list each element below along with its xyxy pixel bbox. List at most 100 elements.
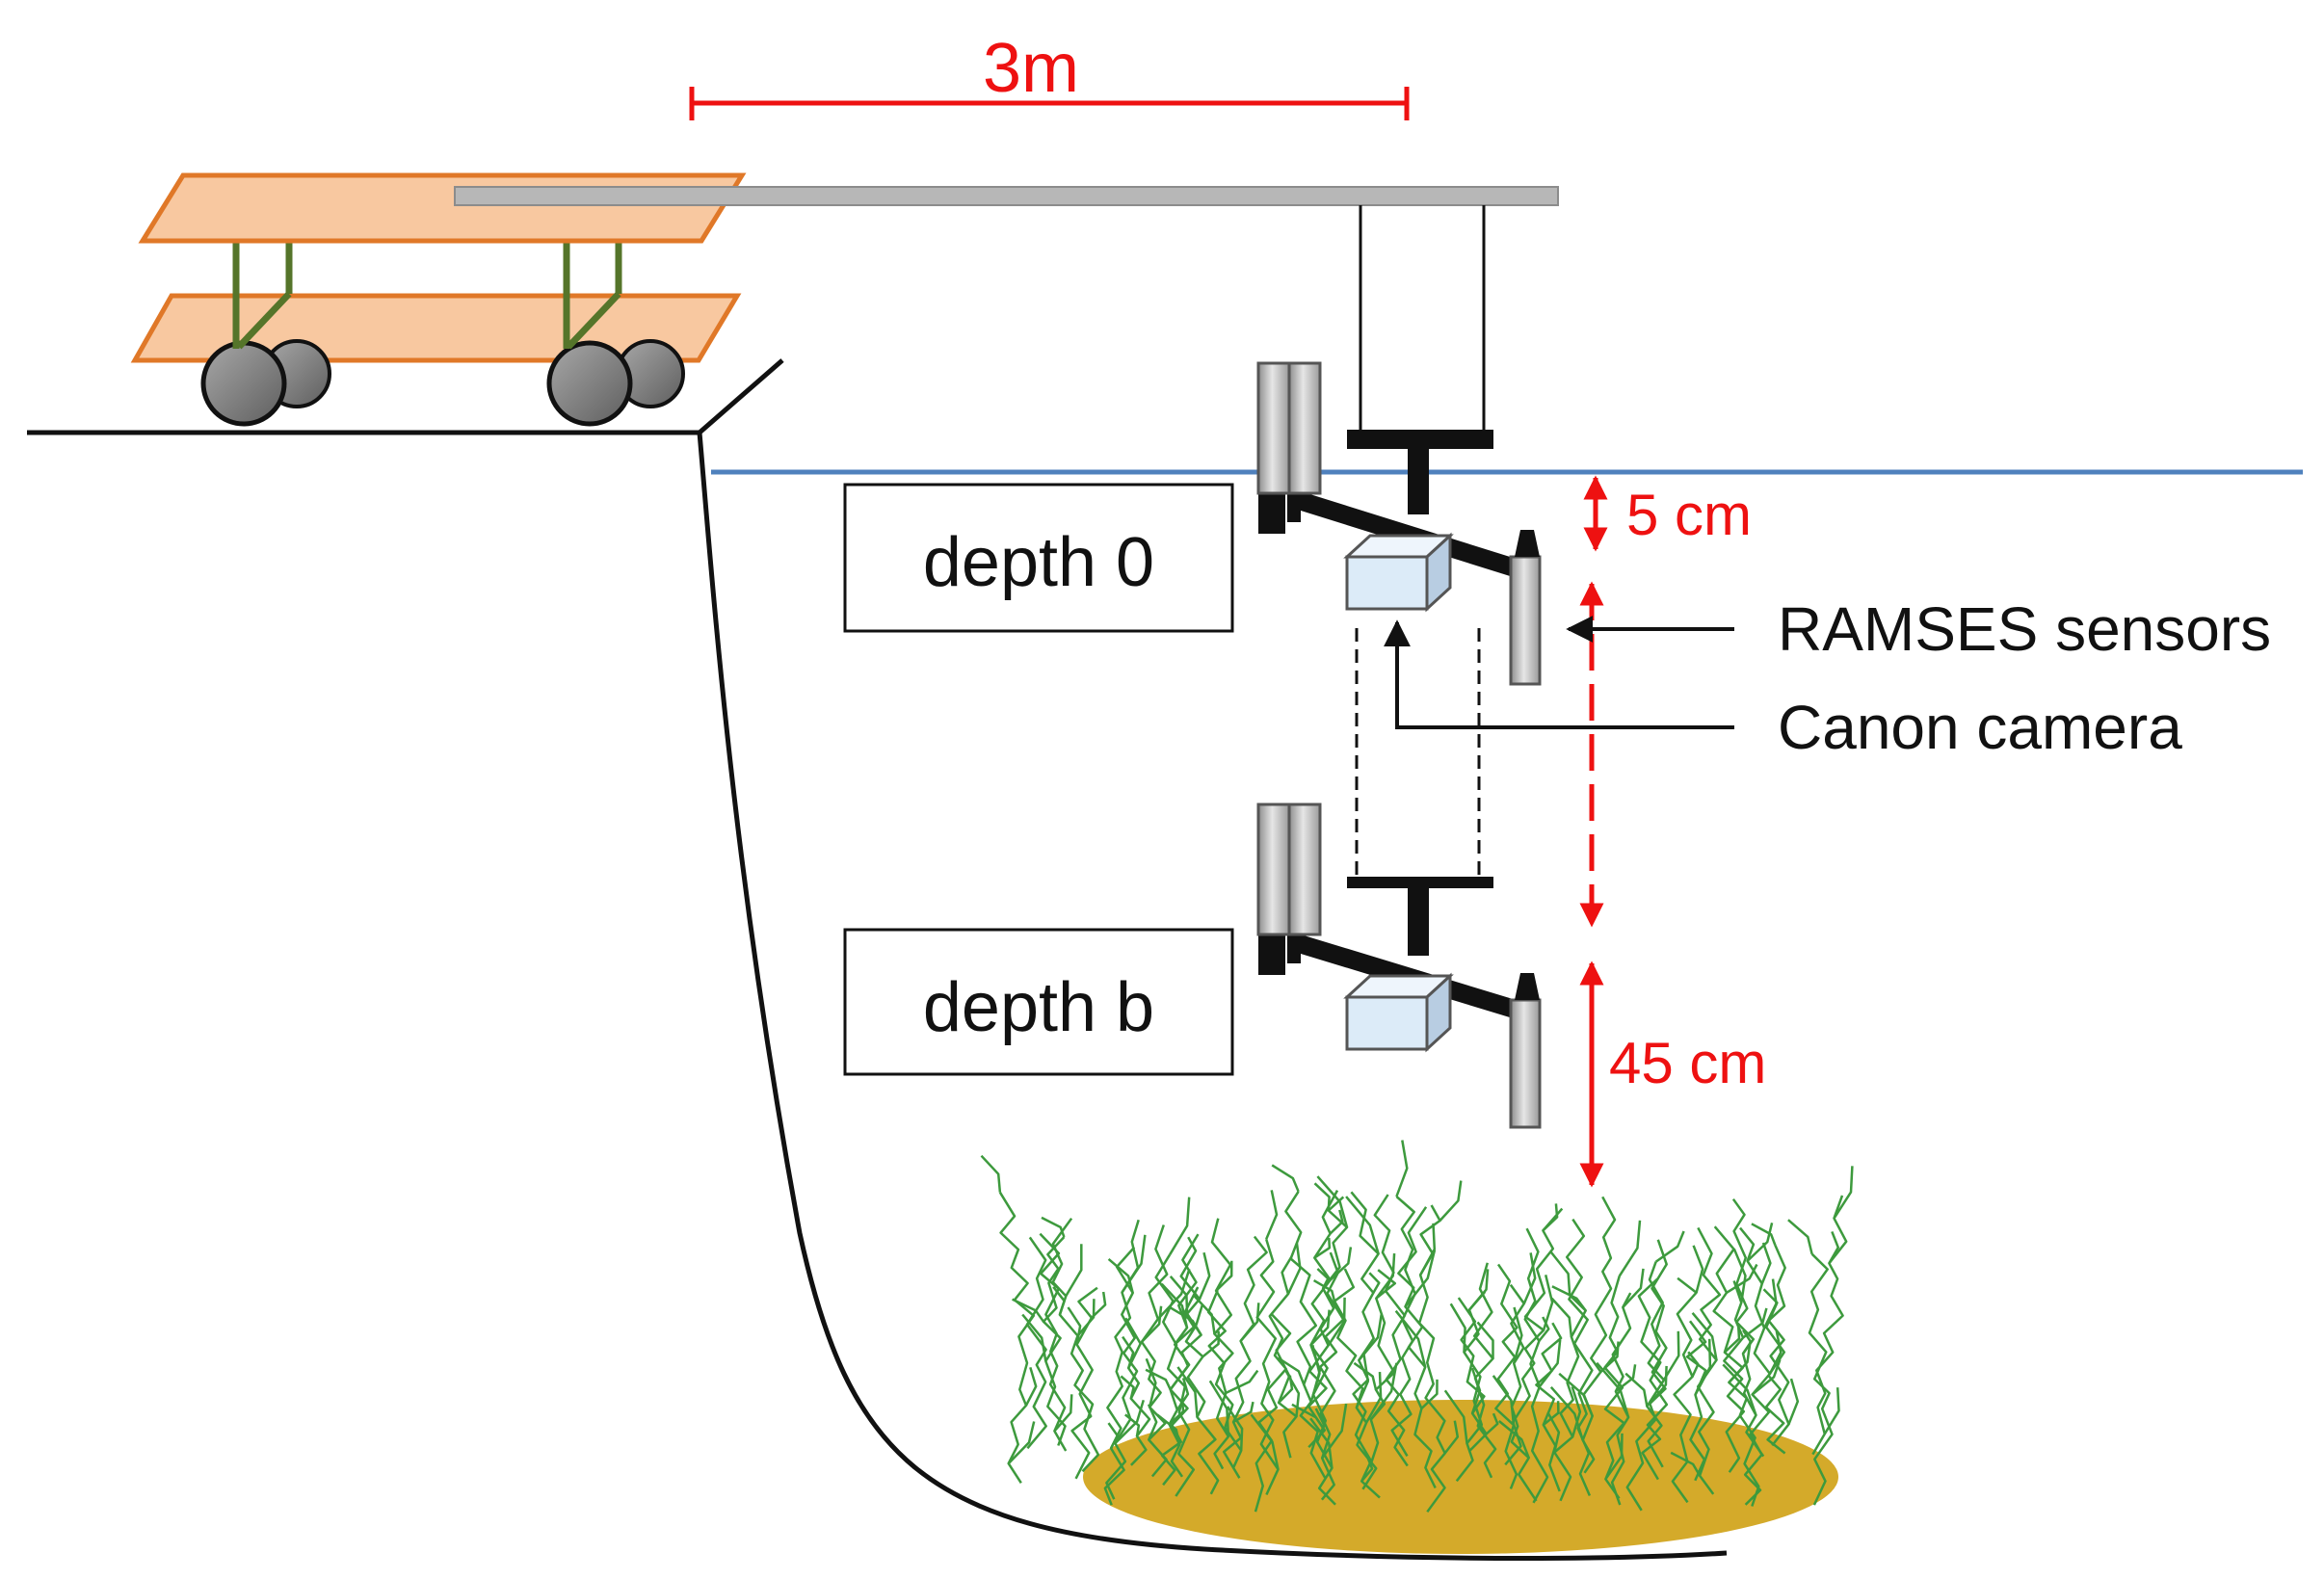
seagrass-branch (1309, 1309, 1331, 1346)
seagrass-branch (1156, 1413, 1181, 1445)
seagrass-branch (980, 1154, 1002, 1193)
seagrass-branch (1691, 1311, 1718, 1360)
seagrass-blade (1255, 1238, 1280, 1496)
seagrass-branch (1542, 1275, 1554, 1331)
seagrass-branch (1360, 1456, 1374, 1483)
ramses-sensor (1509, 555, 1542, 686)
seagrass-blade (1767, 1244, 1790, 1447)
seagrass-blade (1712, 1225, 1760, 1507)
seagrass-branch (1624, 1372, 1649, 1408)
seagrass-branch (1618, 1220, 1642, 1277)
depth-b-label: depth b (923, 969, 1154, 1046)
seagrass-branch (1654, 1230, 1685, 1263)
seagrass-blade (1723, 1280, 1746, 1473)
seagrass-blade (1509, 1283, 1538, 1502)
seagrass-blade (1333, 1268, 1378, 1490)
seagrass-branch (1215, 1260, 1233, 1292)
seagrass-branch (1550, 1297, 1573, 1337)
seagrass-branch (1091, 1291, 1107, 1319)
seagrass-blade (1581, 1196, 1617, 1474)
seagrass-blade (1105, 1246, 1139, 1500)
seagrass-branch (1041, 1216, 1066, 1238)
span-label: 3m (983, 30, 1079, 107)
seagrass-branch (1833, 1166, 1854, 1220)
cart (130, 172, 747, 427)
seagrass-branch (1316, 1175, 1349, 1228)
seagrass-blade (1731, 1197, 1765, 1458)
seagrass-blade (1051, 1217, 1100, 1473)
seagrass-branch (1522, 1252, 1537, 1304)
seagrass-blade (1535, 1322, 1563, 1492)
seagrass-blade (1685, 1320, 1707, 1482)
seagrass-branch (1751, 1223, 1777, 1246)
seagrass-branch (1024, 1366, 1038, 1407)
camera-body (1343, 972, 1454, 1053)
seagrass-branch (1202, 1330, 1220, 1358)
seagrass-branch (1329, 1209, 1344, 1235)
seagrass-branch (1021, 1313, 1047, 1362)
ramses-sensor (1287, 361, 1322, 495)
seagrass-branch (1271, 1164, 1300, 1193)
frame-clamp (1287, 934, 1301, 963)
seagrass-blade (1140, 1224, 1169, 1478)
seagrass-blade (1472, 1262, 1497, 1479)
seagrass-blade (1696, 1226, 1722, 1495)
seagrass-blade (998, 1192, 1036, 1484)
seagrass-branch (1538, 1339, 1562, 1387)
seagrass-branch (1670, 1451, 1702, 1477)
seagrass-blade (1350, 1191, 1381, 1499)
seagrass-branch (1498, 1420, 1530, 1459)
ground-profile (27, 358, 1728, 1561)
seagrass-branch (1277, 1356, 1306, 1385)
seagrass-branch (1787, 1378, 1800, 1425)
seagrass-blade (1025, 1236, 1047, 1450)
boom-arm (454, 186, 1559, 206)
seagrass-branch (1175, 1378, 1190, 1411)
seagrass-branch (1760, 1242, 1772, 1284)
seagrass-blade (1307, 1196, 1349, 1449)
seagrass-branch (1309, 1345, 1322, 1396)
bottom-gap-label: 45 cm (1609, 1031, 1766, 1095)
seagrass-branch (1012, 1298, 1045, 1323)
seagrass-branch (1724, 1325, 1741, 1354)
seagrass-branch (1225, 1369, 1259, 1395)
seagrass-branch (1353, 1361, 1378, 1390)
seagrass-blade (1369, 1269, 1397, 1466)
seagrass-branch (1329, 1247, 1353, 1281)
bottom-gap-dimension: 45 cm (1579, 961, 1766, 1188)
camera-body (1343, 532, 1454, 613)
seagrass-branch (1726, 1263, 1758, 1294)
seagrass-branch (1443, 1420, 1460, 1455)
frame-bracket (1258, 931, 1285, 975)
seagrass-branch (1076, 1299, 1096, 1337)
seagrass-branch (1746, 1223, 1774, 1262)
seagrass-blade (1183, 1286, 1220, 1495)
seagrass-branch (1395, 1140, 1409, 1197)
seagrass-branch (1312, 1279, 1336, 1302)
seagrass-branch (1662, 1330, 1680, 1382)
instrument-frame-depth-0 (1256, 361, 1542, 686)
ramses-sensor (1256, 361, 1291, 495)
seagrass-branch (1543, 1401, 1560, 1426)
instrument-frame-depth-b (1256, 803, 1542, 1129)
seagrass-blade (1808, 1252, 1834, 1506)
seagrass-branch (1368, 1272, 1381, 1294)
sensor-cap (1515, 530, 1540, 557)
cart-legs (232, 243, 622, 350)
seagrass-branch (1596, 1361, 1630, 1418)
seagrass-branch (1053, 1394, 1073, 1433)
seagrass-branch (1107, 1257, 1134, 1294)
seagrass-branch (1232, 1401, 1254, 1424)
seagrass-branch (1007, 1421, 1036, 1464)
seagrass-branch (1250, 1413, 1280, 1470)
seagrass-branch (1226, 1406, 1244, 1451)
seagrass-branch (1174, 1304, 1204, 1346)
camera-callout: Canon camera (1384, 619, 2182, 762)
seagrass-blade (1646, 1261, 1666, 1468)
seagrass-branch (1485, 1412, 1499, 1435)
seagrass-branch (1176, 1366, 1199, 1418)
seagrass-branch (1141, 1305, 1163, 1343)
frame-clamp (1287, 493, 1301, 522)
ramses-sensor (1256, 803, 1291, 936)
